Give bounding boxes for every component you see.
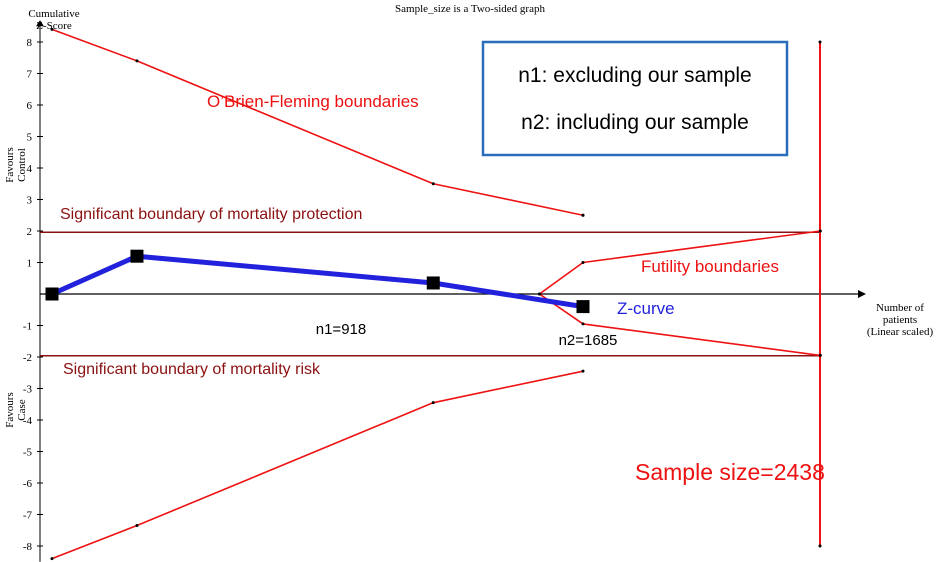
y-tick-label-5: 5 [27, 132, 33, 144]
favours-case-line2: Case [16, 399, 28, 421]
futility-boundaries-label: Futility boundaries [641, 257, 779, 276]
sample-size-line-bottom-dot [818, 544, 822, 548]
n2-label: n2=1685 [559, 332, 618, 349]
futility-lower-boundary-dot-0 [537, 292, 541, 296]
y-axis-label-line2: Z-Score [36, 20, 72, 32]
y-tick-label--3: -3 [23, 384, 33, 396]
y-tick-label--4: -4 [23, 415, 33, 427]
obf-upper-boundary-dot-2 [431, 182, 435, 186]
chart-title: Sample_size is a Two-sided graph [395, 3, 545, 15]
n1-label: n1=918 [316, 321, 366, 338]
y-tick-label-7: 7 [27, 69, 33, 81]
obf-lower-boundary-dot-0 [50, 557, 54, 561]
futility-upper-boundary-dot-2 [818, 229, 822, 233]
futility-lower-boundary-dot-1 [581, 322, 585, 326]
obf-boundaries-label: O’Brien-Fleming boundaries [207, 92, 419, 111]
z-curve-point-1 [130, 249, 144, 263]
y-tick-label--7: -7 [23, 510, 33, 522]
y-tick-label-2: 2 [27, 226, 33, 238]
y-tick-label--6: -6 [23, 478, 33, 490]
favours-case-line1: Favours [4, 392, 16, 427]
z-curve-point-0 [45, 287, 59, 301]
z-curve-point-3 [576, 300, 590, 314]
x-axis-label-line1: Number of [876, 302, 924, 314]
y-tick-label-1: 1 [27, 258, 33, 270]
obf-upper-boundary [51, 28, 584, 217]
risk-boundary-label: Significant boundary of mortality risk [63, 361, 321, 378]
futility-upper-boundary-dot-1 [581, 261, 585, 264]
obf-lower-boundary-dot-2 [431, 401, 435, 405]
sample-size-label: Sample size=2438 [635, 459, 825, 485]
z-curve-line [50, 253, 584, 310]
z-curve-point-2 [426, 276, 440, 290]
x-axis-arrow [858, 290, 866, 298]
obf-lower-boundary-dot-3 [581, 369, 585, 373]
x-axis-label-line2: patients [883, 314, 917, 326]
y-tick-label--8: -8 [23, 541, 33, 553]
favours-control-line2: Control [16, 148, 28, 182]
y-tick-label-3: 3 [27, 195, 33, 207]
protection-boundary-label: Significant boundary of mortality protec… [60, 206, 362, 223]
obf-upper-boundary-dot-1 [135, 59, 139, 63]
legend-line-n1: n1: excluding our sample [518, 64, 751, 87]
y-tick-label-8: 8 [27, 37, 33, 49]
y-tick-label--5: -5 [23, 447, 33, 459]
sample-size-line-top-dot [818, 40, 822, 44]
obf-upper-boundary-dot-4 [581, 213, 585, 217]
y-tick-label--1: -1 [23, 321, 32, 333]
obf-lower-boundary-dot-1 [135, 524, 139, 528]
obf-upper-boundary-dot-0 [50, 27, 54, 31]
legend-box [481, 40, 789, 157]
y-tick-label-4: 4 [27, 163, 33, 175]
futility-lower-boundary-dot-2 [818, 353, 822, 357]
obf-lower-boundary [51, 370, 584, 560]
y-tick-label--2: -2 [23, 352, 32, 364]
x-axis-label-line3: (Linear scaled) [867, 326, 934, 338]
z-curve-label: Z-curve [617, 299, 675, 318]
y-tick-label-6: 6 [27, 100, 33, 112]
y-axis-label-line1: Cumulative [28, 8, 79, 20]
legend-line-n2: n2: including our sample [521, 111, 749, 134]
favours-control-line1: Favours [4, 147, 16, 182]
y-axis-arrow [36, 20, 44, 27]
